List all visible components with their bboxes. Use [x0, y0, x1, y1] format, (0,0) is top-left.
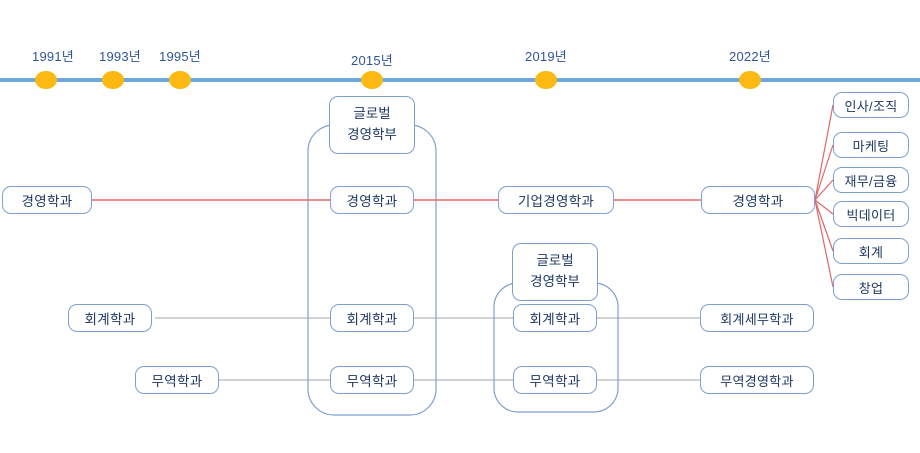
node-2015-accounting[interactable]: 회계학과: [330, 304, 414, 332]
track-finance[interactable]: 재무/금융: [833, 167, 909, 193]
track-startup[interactable]: 창업: [833, 274, 909, 300]
track-hr-organization[interactable]: 인사/조직: [833, 92, 909, 118]
group-2015-global-business-school[interactable]: 글로벌 경영학부: [329, 96, 415, 154]
track-marketing[interactable]: 마케팅: [833, 132, 909, 158]
year-dot-2022[interactable]: [739, 71, 761, 89]
group-2015-line2: 경영학부: [347, 127, 397, 142]
group-2019-global-business-school[interactable]: 글로벌 경영학부: [512, 243, 598, 301]
track-accounting[interactable]: 회계: [833, 238, 909, 264]
node-2015-trade[interactable]: 무역학과: [330, 366, 414, 394]
node-1995-trade[interactable]: 무역학과: [135, 366, 219, 394]
node-2019-corporate-business[interactable]: 기업경영학과: [498, 186, 614, 214]
node-1995-accounting[interactable]: 회계학과: [68, 304, 152, 332]
year-label-1995: 1995년: [159, 49, 201, 64]
node-2022-trade-business[interactable]: 무역경영학과: [700, 366, 814, 394]
track-big-data[interactable]: 빅데이터: [833, 201, 909, 227]
year-dot-1991[interactable]: [35, 71, 57, 89]
group-2015-line1: 글로벌: [353, 106, 391, 122]
node-2022-accounting-tax[interactable]: 회계세무학과: [700, 304, 814, 332]
year-dot-1995[interactable]: [169, 71, 191, 89]
node-2022-business[interactable]: 경영학과: [701, 186, 815, 214]
group-2019-line2: 경영학부: [530, 274, 580, 289]
year-dot-1993[interactable]: [102, 71, 124, 89]
node-2019-accounting[interactable]: 회계학과: [513, 304, 597, 332]
year-label-2022: 2022년: [729, 49, 771, 64]
node-2019-trade[interactable]: 무역학과: [513, 366, 597, 394]
year-label-1991: 1991년: [32, 49, 74, 64]
year-label-1993: 1993년: [99, 49, 141, 64]
year-dot-2015[interactable]: [361, 71, 383, 89]
node-2015-business[interactable]: 경영학과: [330, 186, 414, 214]
group-2019-line1: 글로벌: [536, 253, 574, 269]
year-label-2015: 2015년: [351, 53, 393, 68]
node-origin-business[interactable]: 경영학과: [2, 186, 92, 214]
year-dot-2019[interactable]: [535, 71, 557, 89]
year-label-2019: 2019년: [525, 49, 567, 64]
